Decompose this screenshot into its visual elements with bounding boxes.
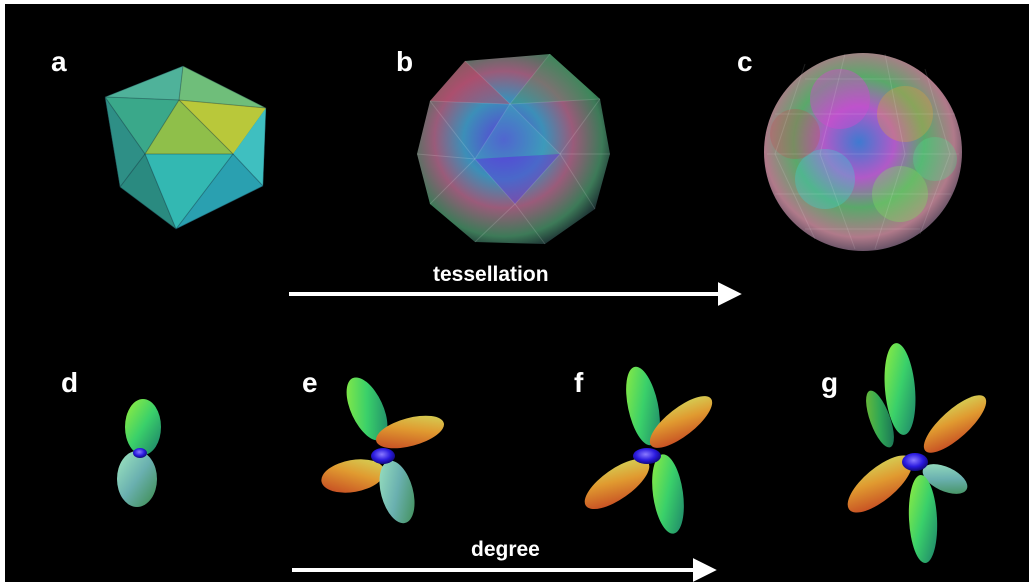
panel-label-b: b (396, 46, 414, 77)
odf-glyph-g (847, 343, 987, 563)
panel-label-e: e (302, 367, 318, 398)
figure-canvas: a b c d e f g tessellation degree (5, 4, 1029, 582)
panel-label-a: a (51, 46, 67, 77)
tessellated-sphere-level1 (416, 53, 610, 245)
degree-label: degree (471, 538, 540, 561)
panel-label-g: g (821, 367, 839, 398)
odf-glyph-f (584, 366, 713, 534)
panel-label-c: c (737, 46, 753, 77)
odf-glyph-e (321, 377, 445, 524)
tessellated-sphere-level2 (764, 53, 962, 251)
tessellation-label: tessellation (433, 263, 549, 286)
icosahedron-shape (104, 65, 267, 230)
panel-label-d: d (61, 367, 79, 398)
panel-label-f: f (574, 367, 584, 398)
figure-graphics (104, 53, 987, 582)
odf-glyph-d (117, 399, 161, 507)
